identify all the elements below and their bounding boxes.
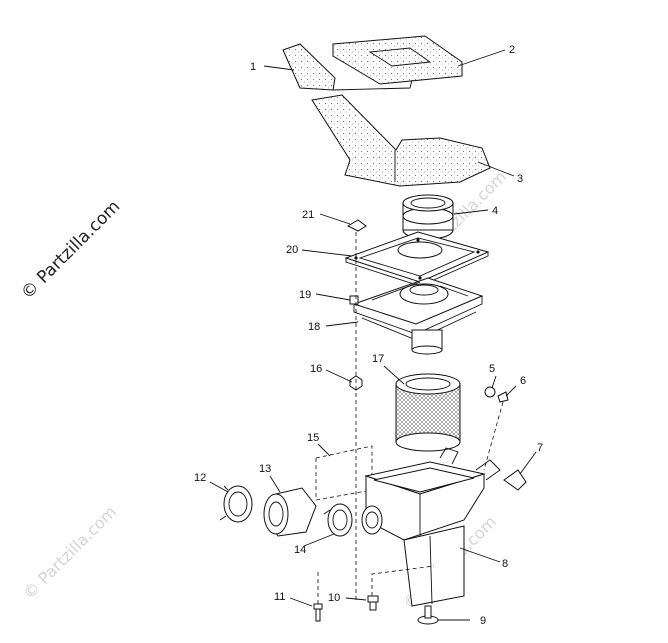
watermark-main: © Partzilla.com	[17, 197, 124, 304]
part-9-drain-cap	[417, 605, 439, 625]
callout-4: 4	[492, 205, 498, 217]
callout-10: 10	[328, 592, 340, 604]
callout-21: 21	[302, 209, 314, 221]
leader-lines	[209, 49, 537, 621]
part-21-clip	[346, 219, 367, 232]
callout-12: 12	[194, 472, 206, 484]
part-2-pad	[332, 35, 463, 85]
callout-1: 1	[250, 61, 256, 73]
part-14-clamp	[323, 503, 353, 537]
callout-11: 11	[274, 591, 285, 603]
part-7-bracket	[503, 469, 527, 491]
callout-17: 17	[372, 353, 384, 365]
callout-13: 13	[259, 463, 271, 475]
part-12-clamp	[219, 485, 253, 523]
callout-19: 19	[299, 289, 311, 301]
callout-2: 2	[509, 44, 515, 56]
callout-14: 14	[294, 544, 306, 556]
part-11-screw	[313, 603, 323, 622]
part-5-bolt	[484, 386, 496, 398]
part-17-filter	[395, 373, 461, 452]
callout-9: 9	[480, 615, 486, 627]
part-18-19-cover	[352, 277, 484, 355]
callout-5: 5	[489, 363, 495, 375]
part-4-grommet	[402, 194, 454, 240]
part-20-plate	[344, 231, 490, 287]
part-19-nut	[349, 295, 359, 305]
callout-8: 8	[502, 558, 508, 570]
part-1-fin	[282, 43, 336, 91]
callout-20: 20	[286, 244, 298, 256]
callout-6: 6	[520, 375, 526, 387]
callout-16: 16	[310, 363, 322, 375]
callout-3: 3	[517, 173, 523, 185]
watermark-faint-bottom-left: © Partzilla.com	[19, 502, 120, 603]
part-13-tube	[263, 487, 317, 537]
callout-7: 7	[537, 442, 543, 454]
part-3-seat	[311, 94, 491, 187]
callout-18: 18	[308, 321, 320, 333]
part-6-clip	[497, 391, 509, 403]
callout-15: 15	[307, 432, 319, 444]
callout-labels: 1 2 3 4 5 6 7 8 9 10 11 12 13 14 15 16 1…	[194, 44, 543, 627]
part-10-screw	[367, 595, 379, 611]
